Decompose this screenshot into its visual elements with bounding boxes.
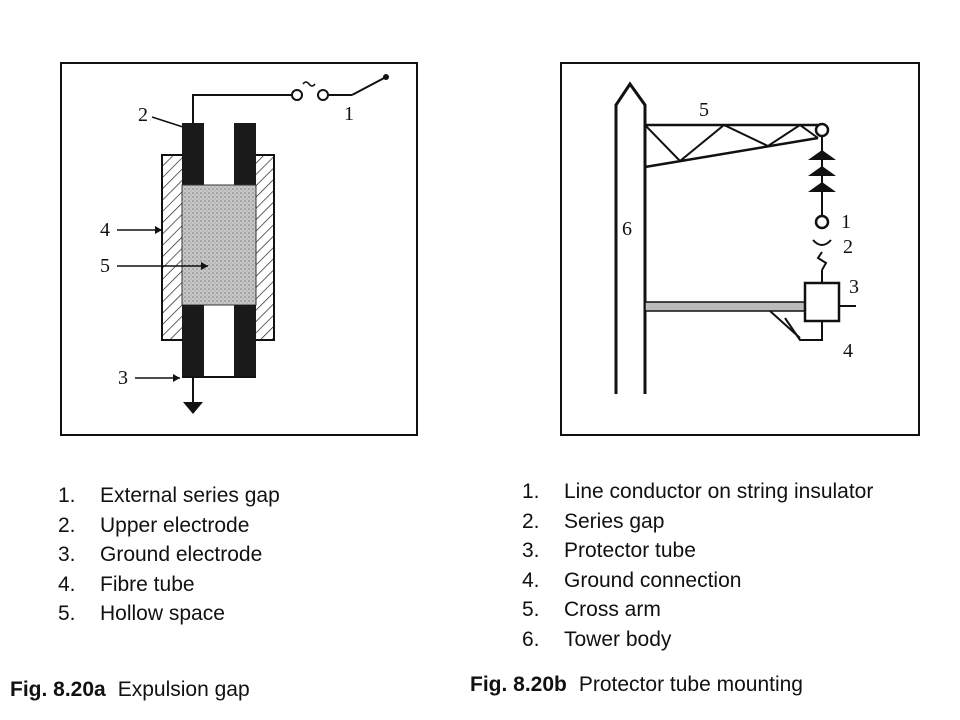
legend-item: 1. Line conductor on string insulator: [522, 477, 873, 507]
legend-item: 6. Tower body: [522, 625, 873, 655]
legend-number: 3.: [522, 539, 540, 562]
legend-expulsion-gap: 1.External series gap 2.Upper electrode …: [58, 481, 280, 629]
legend-number: 4.: [58, 572, 76, 596]
callout-a-2: 2: [138, 104, 148, 126]
callout-b-2: 2: [843, 236, 853, 258]
legend-text: Cross arm: [564, 598, 661, 621]
callout-a-5: 5: [100, 255, 110, 277]
ground-connection: [784, 317, 823, 341]
legend-number: 3.: [58, 543, 76, 566]
callout-b-4: 4: [843, 340, 853, 362]
insulator-disc-2: [808, 166, 836, 176]
legend-item: 2. Upper electrode: [58, 511, 280, 541]
figure-number: Fig. 8.20a: [10, 678, 106, 701]
callout-b-6: 6: [622, 218, 632, 240]
legend-number: 1.: [58, 484, 76, 507]
legend-item: 5. Cross arm: [522, 595, 873, 625]
legend-text: Ground electrode: [100, 543, 263, 566]
mounting-bracket: [644, 301, 806, 312]
series-gap-switch-arm: [351, 76, 387, 96]
legend-number: 5.: [522, 598, 540, 621]
callout-b-5: 5: [699, 99, 709, 121]
series-gap-spark: [816, 251, 828, 271]
legend-text: Series gap: [564, 509, 665, 533]
legend-number: 2.: [58, 513, 76, 537]
figure-title: Expulsion gap: [117, 678, 250, 701]
series-gap-contact-1: [291, 89, 303, 101]
callout-a-1: 1: [344, 103, 354, 125]
cross-arm-lacing: [644, 123, 819, 163]
leader-a-5-arrowhead: [201, 262, 208, 270]
legend-text: Ground connection: [564, 568, 742, 592]
upper-electrode-right: [234, 123, 256, 185]
legend-number: 6.: [522, 627, 540, 651]
figure-title: Protector tube mounting: [578, 673, 803, 696]
legend-item: 4. Fibre tube: [58, 570, 280, 600]
callout-a-4: 4: [100, 219, 110, 241]
line-conductor: [814, 214, 830, 230]
callout-b-3: 3: [849, 276, 859, 298]
insulator-hanger: [814, 122, 830, 138]
leader-a-4-arrowhead: [155, 226, 162, 234]
legend-item: 3. Protector tube: [522, 536, 873, 566]
figure-number: Fig. 8.20b: [470, 673, 567, 696]
legend-text: Fibre tube: [100, 572, 195, 596]
series-gap-pivot: [383, 74, 389, 80]
series-gap-upper-electrode: [812, 239, 832, 246]
legend-text: Upper electrode: [100, 513, 250, 537]
callout-a-3: 3: [118, 367, 128, 389]
legend-number: 1.: [522, 480, 540, 503]
figure-caption-a: Fig. 8.20a Expulsion gap: [10, 678, 250, 702]
legend-text: Line conductor on string insulator: [564, 480, 874, 503]
legend-item: 2. Series gap: [522, 507, 873, 537]
ground-symbol: [183, 402, 203, 414]
legend-text: Tower body: [564, 627, 672, 651]
legend-text: External series gap: [100, 484, 280, 507]
legend-protector-tube: 1. Line conductor on string insulator 2. S…: [522, 477, 873, 654]
legend-number: 5.: [58, 602, 76, 625]
cross-arm-bottom: [644, 136, 819, 169]
ground-electrode-left: [182, 305, 204, 377]
leader-a-3-arrowhead: [173, 374, 180, 382]
leader-a-2: [151, 116, 184, 128]
figure-caption-b: Fig. 8.20b Protector tube mounting: [470, 673, 803, 697]
legend-item: 3. Ground electrode: [58, 540, 280, 570]
hollow-space: [181, 184, 257, 306]
tower-body: [614, 81, 647, 394]
legend-text: Protector tube: [564, 539, 696, 562]
series-gap-lead: [192, 94, 292, 123]
legend-item: 1. External series gap: [58, 481, 280, 511]
legend-item: 5. Hollow space: [58, 599, 280, 629]
insulator-disc-3: [808, 182, 836, 192]
upper-electrode-left: [182, 123, 204, 185]
spark-symbol: [302, 81, 316, 87]
legend-number: 4.: [522, 568, 540, 592]
ground-electrode-right: [234, 305, 256, 377]
legend-number: 2.: [522, 509, 540, 533]
legend-item: 4. Ground connection: [522, 566, 873, 596]
protector-tube: [803, 281, 841, 323]
callout-b-1: 1: [841, 211, 851, 233]
legend-text: Hollow space: [100, 602, 225, 625]
insulator-disc-1: [808, 150, 836, 160]
